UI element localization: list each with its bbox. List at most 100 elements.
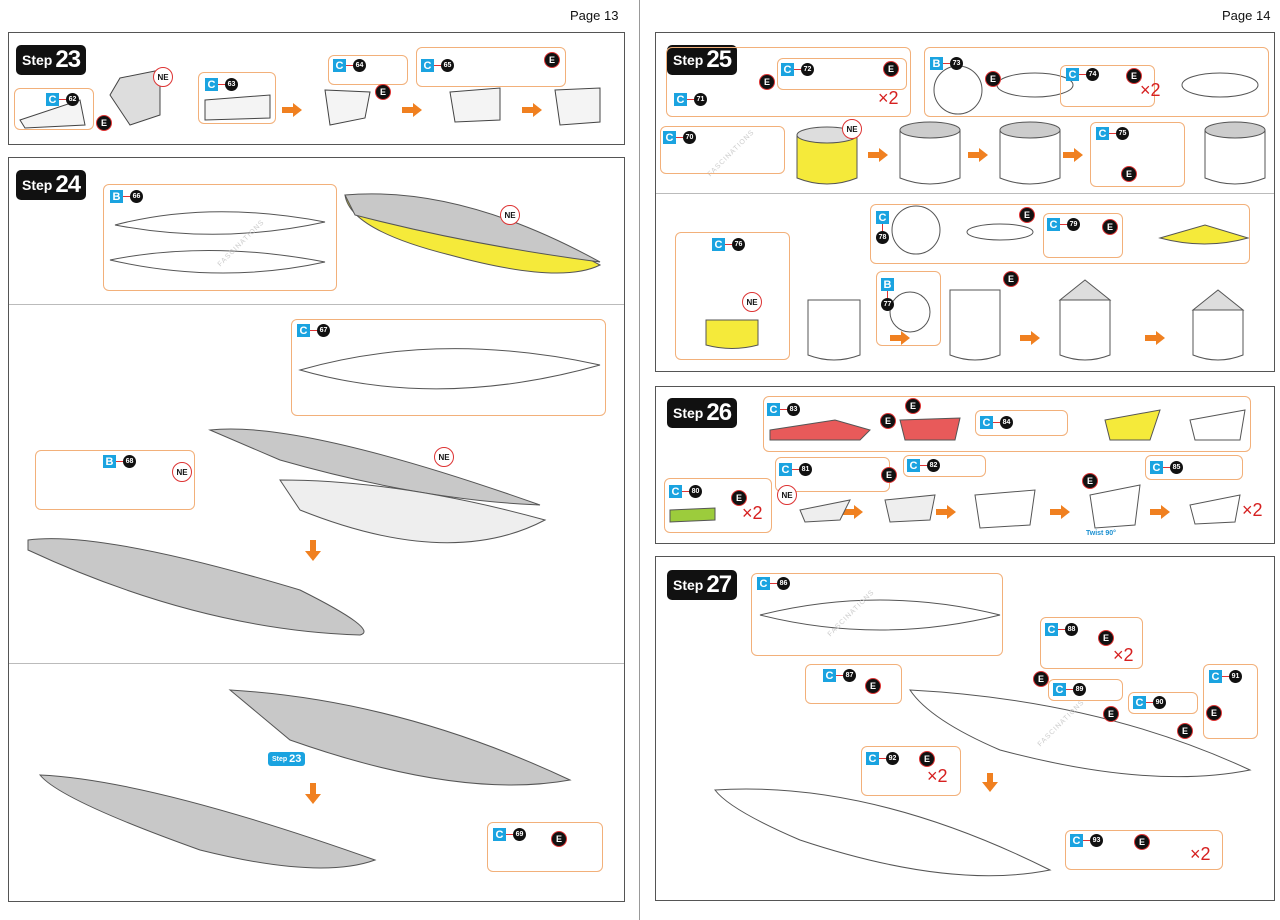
part-number: 70 <box>683 131 696 144</box>
e-marker: E <box>919 751 935 767</box>
e-marker: E <box>96 115 112 131</box>
e-marker: E <box>375 84 391 100</box>
sheet-letter: C <box>1047 218 1060 231</box>
part-number: 68 <box>123 455 136 468</box>
callout-box <box>975 410 1068 436</box>
part-number: 75 <box>1116 127 1129 140</box>
part-number: 62 <box>66 93 79 106</box>
part-number: 63 <box>225 78 238 91</box>
arrow-right-icon <box>1150 505 1170 519</box>
part-label-81: C 81 <box>779 463 812 476</box>
quantity-multiplier: ×2 <box>927 766 948 786</box>
callout-box <box>1128 692 1198 714</box>
callout-box <box>103 184 337 291</box>
step-number: 27 <box>706 571 732 598</box>
sheet-letter: C <box>1133 696 1146 709</box>
step-word: Step <box>673 52 704 68</box>
part-number: 73 <box>950 57 963 70</box>
arrow-down-icon <box>982 773 998 792</box>
callout-box <box>903 455 986 477</box>
e-marker: E <box>1126 68 1142 84</box>
sheet-letter: C <box>1096 127 1109 140</box>
callout-box <box>198 72 276 124</box>
sheet-letter: C <box>1066 68 1079 81</box>
arrow-right-icon <box>968 148 988 162</box>
part-number: 91 <box>1229 670 1242 683</box>
step-word: Step <box>272 755 288 763</box>
part-number: 89 <box>1073 683 1086 696</box>
step-25-turret <box>705 65 1266 361</box>
sheet-letter: C <box>757 577 770 590</box>
callout-box <box>1040 617 1143 669</box>
e-marker: E <box>985 71 1001 87</box>
e-marker: E <box>731 490 747 506</box>
sheet-letter: C <box>205 78 218 91</box>
e-marker: E <box>1134 834 1150 850</box>
sheet-letter: C <box>46 93 59 106</box>
part-number: 76 <box>732 238 745 251</box>
sheet-letter: B <box>881 278 894 291</box>
part-number: 90 <box>1153 696 1166 709</box>
part-number: 72 <box>801 63 814 76</box>
arrow-right-icon <box>1145 331 1165 345</box>
step-number: 25 <box>706 46 732 73</box>
part-number: 64 <box>353 59 366 72</box>
part-label-75: C 75 <box>1096 127 1129 140</box>
part-number: 81 <box>799 463 812 476</box>
sheet-letter: B <box>930 57 943 70</box>
arrow-right-icon <box>890 331 910 345</box>
part-label-77: B 77 <box>881 278 894 311</box>
ne-marker: NE <box>172 462 192 482</box>
sheet-letter: C <box>907 459 920 472</box>
part-number: 67 <box>317 324 330 337</box>
callout-box <box>291 319 606 416</box>
callout-box <box>1090 122 1185 187</box>
part-label-67: C 67 <box>297 324 330 337</box>
sheet-letter: C <box>876 211 889 224</box>
part-number: 77 <box>881 298 894 311</box>
part-label-63: C 63 <box>205 78 238 91</box>
part-number: 65 <box>441 59 454 72</box>
e-marker: E <box>880 413 896 429</box>
page-divider <box>639 0 640 920</box>
e-marker: E <box>1102 219 1118 235</box>
part-label-62: C 62 <box>46 93 79 106</box>
e-marker: E <box>905 398 921 414</box>
sheet-letter: C <box>980 416 993 429</box>
callout-box <box>1043 213 1123 258</box>
callout-box <box>14 88 94 130</box>
sheet-letter: C <box>297 324 310 337</box>
callout-box <box>924 47 1269 117</box>
e-marker: E <box>544 52 560 68</box>
callout-box <box>660 126 785 174</box>
sheet-letter: C <box>1045 623 1058 636</box>
sheet-letter: C <box>823 669 836 682</box>
e-marker: E <box>1003 271 1019 287</box>
part-number: 66 <box>130 190 143 203</box>
twist-instruction: Twist 90° <box>1086 530 1116 537</box>
sheet-letter: C <box>669 485 682 498</box>
sheet-letter: C <box>779 463 792 476</box>
part-number: 78 <box>876 231 889 244</box>
step-word: Step <box>22 177 53 193</box>
arrow-right-icon <box>936 505 956 519</box>
step-26-lifeboats <box>669 409 1246 529</box>
ne-marker: NE <box>842 119 862 139</box>
part-number: 85 <box>1170 461 1183 474</box>
sheet-letter: C <box>1150 461 1163 474</box>
part-number: 83 <box>787 403 800 416</box>
